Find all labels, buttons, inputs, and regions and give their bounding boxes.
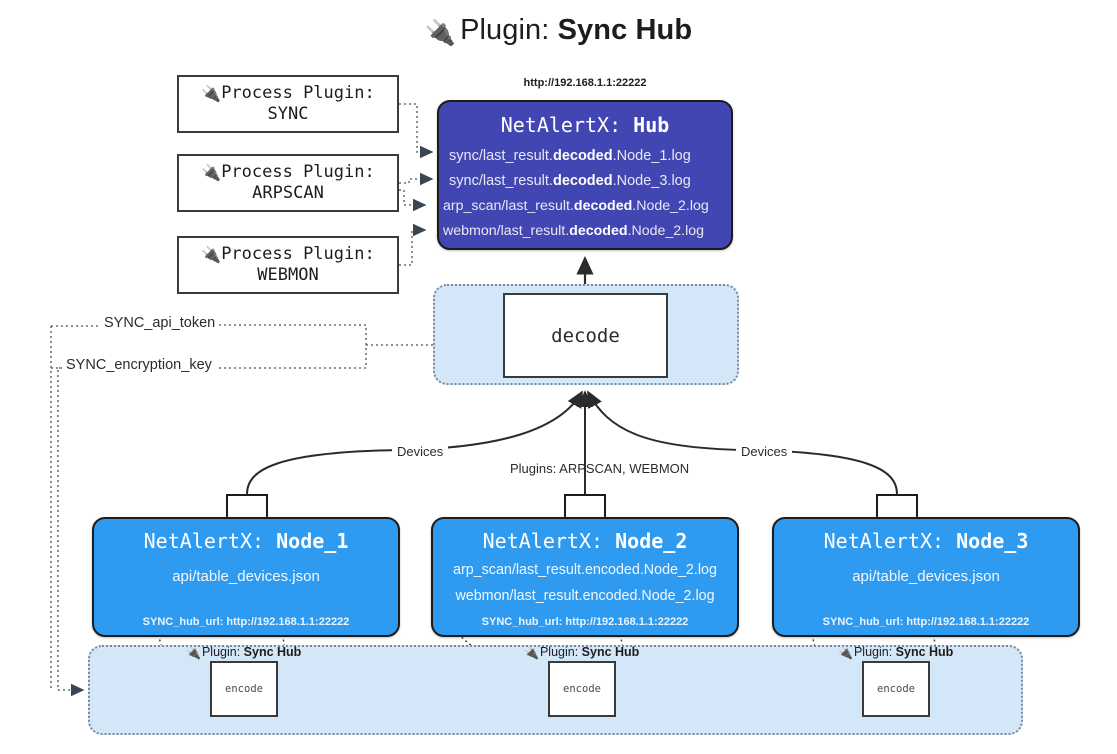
- node-hub-url: SYNC_hub_url: http://192.168.1.1:22222: [481, 616, 689, 628]
- node-3[interactable]: NetAlertX: Node_3 api/table_devices.json…: [772, 517, 1080, 637]
- log-pre: sync/last_result.: [449, 148, 553, 164]
- log-post: .Node_3.log: [612, 173, 691, 189]
- node-1[interactable]: NetAlertX: Node_1 api/table_devices.json…: [92, 517, 400, 637]
- log-pre: webmon/last_result.: [443, 223, 570, 239]
- edge-label-devices-left: Devices: [392, 444, 449, 459]
- plug-icon: 🔌: [201, 244, 222, 264]
- node-body: api/table_devices.json: [94, 564, 398, 590]
- decode-box[interactable]: decode: [503, 293, 668, 378]
- hub-node[interactable]: NetAlertX: Hub sync/last_result.decoded.…: [437, 100, 733, 250]
- encode-box-2[interactable]: encode: [548, 661, 616, 717]
- log-mid: decoded: [552, 148, 613, 164]
- log-mid: decoded: [569, 223, 628, 239]
- hub-log-entry: webmon/last_result.decoded.Node_2.log: [439, 219, 731, 244]
- process-plugin-webmon[interactable]: 🔌Process Plugin: WEBMON: [177, 236, 399, 294]
- plug-icon: 🔌: [201, 162, 222, 182]
- process-plugin-label: Process Plugin:: [221, 161, 375, 182]
- node-body: api/table_devices.json: [774, 564, 1078, 590]
- encode-plugin-label-2: 🔌Plugin: Sync Hub: [524, 645, 639, 660]
- page-title: 🔌Plugin: Sync Hub: [0, 14, 1117, 48]
- node-hub-url: SYNC_hub_url: http://192.168.1.1:22222: [142, 616, 350, 628]
- process-plugin-label: Process Plugin:: [221, 82, 375, 103]
- node-line: webmon/last_result.encoded.Node_2.log: [455, 588, 715, 604]
- encode-plugin-prefix: Plugin:: [853, 645, 893, 659]
- node-title: NetAlertX: Node_3: [774, 529, 1078, 553]
- plug-icon: 🔌: [201, 83, 222, 103]
- log-mid: decoded: [573, 198, 633, 214]
- node-body: arp_scan/last_result.encoded.Node_2.log …: [433, 557, 737, 609]
- node-line: arp_scan/last_result.encoded.Node_2.log: [453, 562, 717, 578]
- node-line: api/table_devices.json: [172, 568, 320, 585]
- process-plugin-arpscan[interactable]: 🔌Process Plugin: ARPSCAN: [177, 154, 399, 212]
- encode-plugin-label-3: 🔌Plugin: Sync Hub: [838, 645, 953, 660]
- hub-log-entry: arp_scan/last_result.decoded.Node_2.log: [439, 194, 731, 219]
- node-2[interactable]: NetAlertX: Node_2 arp_scan/last_result.e…: [431, 517, 739, 637]
- node-hub-url: SYNC_hub_url: http://192.168.1.1:22222: [822, 616, 1030, 628]
- hub-log-entry: sync/last_result.decoded.Node_1.log: [439, 144, 731, 169]
- hub-title: NetAlertX: Hub: [439, 113, 731, 137]
- edge-label-plugins: Plugins: ARPSCAN, WEBMON: [510, 461, 690, 476]
- process-plugin-name: WEBMON: [257, 265, 319, 285]
- page-title-name: Sync Hub: [557, 14, 693, 46]
- process-plugin-name: ARPSCAN: [252, 183, 324, 203]
- node-title-prefix: NetAlertX:: [143, 529, 265, 553]
- node-title-prefix: NetAlertX:: [823, 529, 945, 553]
- process-plugin-sync[interactable]: 🔌Process Plugin: SYNC: [177, 75, 399, 133]
- process-plugin-name: SYNC: [267, 104, 309, 124]
- node-title-name: Node_1: [276, 529, 349, 553]
- log-pre: arp_scan/last_result.: [443, 198, 574, 214]
- node-title: NetAlertX: Node_2: [433, 529, 737, 553]
- hub-url-label: http://192.168.1.1:22222: [523, 77, 647, 89]
- hub-title-prefix: NetAlertX:: [500, 113, 622, 137]
- encode-plugin-name: Sync Hub: [581, 645, 640, 659]
- encode-plugin-name: Sync Hub: [895, 645, 954, 659]
- sync-encryption-key-label: SYNC_encryption_key: [62, 357, 216, 373]
- log-post: .Node_2.log: [627, 223, 705, 239]
- encode-plugin-prefix: Plugin:: [539, 645, 579, 659]
- log-mid: decoded: [552, 173, 613, 189]
- node-title-name: Node_2: [615, 529, 688, 553]
- encode-plugin-prefix: Plugin:: [201, 645, 241, 659]
- node-title-name: Node_3: [956, 529, 1029, 553]
- plug-icon: 🔌: [838, 646, 853, 660]
- edge-label-devices-right: Devices: [736, 444, 793, 459]
- encode-plugin-label-1: 🔌Plugin: Sync Hub: [186, 645, 301, 660]
- log-pre: sync/last_result.: [449, 173, 553, 189]
- encode-plugin-name: Sync Hub: [243, 645, 302, 659]
- plug-icon: 🔌: [524, 646, 539, 660]
- log-post: .Node_1.log: [612, 148, 691, 164]
- log-post: .Node_2.log: [632, 198, 709, 214]
- node-title: NetAlertX: Node_1: [94, 529, 398, 553]
- node-line: api/table_devices.json: [852, 568, 1000, 585]
- plug-icon: 🔌: [186, 646, 201, 660]
- process-plugin-label: Process Plugin:: [221, 243, 375, 264]
- encode-box-3[interactable]: encode: [862, 661, 930, 717]
- sync-api-token-label: SYNC_api_token: [100, 315, 220, 331]
- plug-icon: 🔌: [424, 19, 457, 47]
- page-title-prefix: Plugin:: [460, 14, 550, 46]
- hub-title-name: Hub: [633, 113, 670, 137]
- hub-log-entry: sync/last_result.decoded.Node_3.log: [439, 169, 731, 194]
- hub-log-list: sync/last_result.decoded.Node_1.log sync…: [439, 144, 731, 244]
- encode-box-1[interactable]: encode: [210, 661, 278, 717]
- node-title-prefix: NetAlertX:: [482, 529, 604, 553]
